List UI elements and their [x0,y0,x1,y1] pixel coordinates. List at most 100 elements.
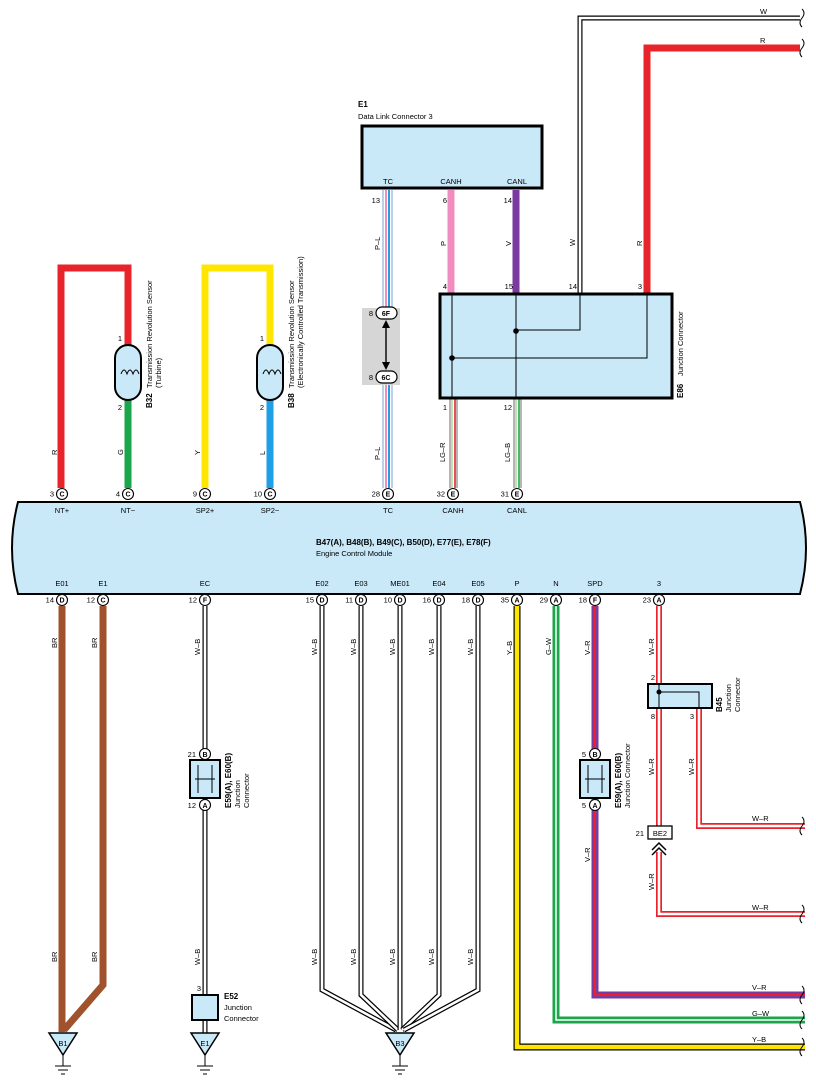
e59spd-bottom: 5 [582,801,586,810]
wire-label: W–B [466,949,475,965]
pin-letter: D [436,598,441,605]
wire-label: V–R [583,847,592,862]
b32-pin1: 1 [118,334,122,343]
wire-label: W–B [349,949,358,965]
e52-num: 3 [197,984,201,993]
ecm-name: Engine Control Module [316,549,392,558]
wire-label: W–B [466,639,475,655]
pin-label: E1 [98,579,107,588]
e59ec-top-letter: B [202,752,207,759]
e59spd-id: E59(A), E60(B) [614,753,623,808]
edge-label: W [760,7,768,16]
junction-e59-spd: B A 5 5 E59(A), E60(B) Junction Connecto… [579,743,632,812]
wire-label: L [258,451,267,455]
wire-label: R [50,449,59,455]
dlc-pin-tc: TC [383,177,394,186]
pin-letter: D [59,598,64,605]
connector-be2: BE2 21 [636,825,673,856]
pin-number: 32 [437,490,445,499]
b32-id: B32 [145,393,154,408]
edge-label: G–W [752,1009,770,1018]
pin-letter: D [397,598,402,605]
pin-letter: C [59,492,64,499]
dlc-id: E1 [358,100,368,109]
wire-label: W–B [193,639,202,655]
pin-number: 15 [306,596,314,605]
be2-label: BE2 [653,829,667,838]
pin-number: 18 [579,596,587,605]
pin-number: 28 [372,490,380,499]
wire-label: W–B [310,949,319,965]
dlc-pin-canh: CANH [440,177,461,186]
pin-number: 11 [345,596,353,605]
e59ec-id: E59(A), E60(B) [224,753,233,808]
wire-label: LG–R [438,442,447,462]
e86-pin: 4 [443,282,447,291]
right-edge: W R W–R W–R V–R G–W Y–B [752,7,805,1057]
pin-label: SP2− [261,506,280,515]
e86-pin: 3 [638,282,642,291]
e52-name2: Connector [224,1014,259,1023]
dlc-pin-num: 14 [504,196,512,205]
e59ec-bottom-letter: A [202,803,207,810]
wire-label: LG–B [503,443,512,462]
b45-pin-left: 8 [651,712,655,721]
pin-letter: A [656,598,661,605]
wire-label: P–L [373,447,382,460]
pin-letter: C [267,492,272,499]
pin-number: 29 [540,596,548,605]
wire-label: V [504,241,513,246]
e86-pin: 12 [504,403,512,412]
pin-label: E05 [471,579,484,588]
b32-sub: (Turbine) [154,357,163,388]
b38-pin1: 1 [260,334,264,343]
pin-letter: A [553,598,558,605]
b32-name: Transmission Revolution Sensor [145,280,154,388]
dlc-pin-num: 13 [372,196,380,205]
pin-number: 9 [193,490,197,499]
pin-letter: F [203,598,208,605]
ecm-top-pins: C3NT+C4NT−C9SP2+C10SP2−E28TCE32CANHE31CA… [50,487,527,515]
dlc-pin-num: 6 [443,196,447,205]
wire-label: G [116,449,125,455]
ground-label: E1 [200,1039,209,1048]
wire-label: G–W [544,637,553,655]
ground-symbol: B3 [384,1032,416,1075]
e86-name: Junction Connector [676,311,685,376]
dlc-pin-canl: CANL [507,177,527,186]
e59spd-bottom-letter: A [592,803,597,810]
ecm-bottom-pins: D14E01C12E1F12ECD15E02D11E03D10ME01D16E0… [46,579,666,607]
pin-number: 10 [254,490,262,499]
b38-sub: (Electronically Controlled Transmission) [296,256,305,388]
e59ec-name2: Connector [242,773,251,808]
junction-e59-ec: B A 21 12 E59(A), E60(B) Junction Connec… [188,747,251,812]
pin-label: N [553,579,558,588]
wire-label: BR [90,637,99,648]
pin-number: 14 [46,596,54,605]
ecm-pin: A 29 N [540,579,563,607]
pin-letter: C [202,492,207,499]
jc-upper: 6F [382,311,391,318]
edge-label: V–R [752,983,767,992]
pin-label: SP2+ [196,506,215,515]
pin-label: NT+ [55,506,70,515]
pin-label: TC [383,506,394,515]
pin-number: 10 [384,596,392,605]
pin-label: CANL [507,506,527,515]
e86-pin: 1 [443,403,447,412]
pin-letter: D [319,598,324,605]
e59ec-top: 21 [188,750,196,759]
edge-label: W–R [752,903,769,912]
ecm-box [11,501,807,595]
